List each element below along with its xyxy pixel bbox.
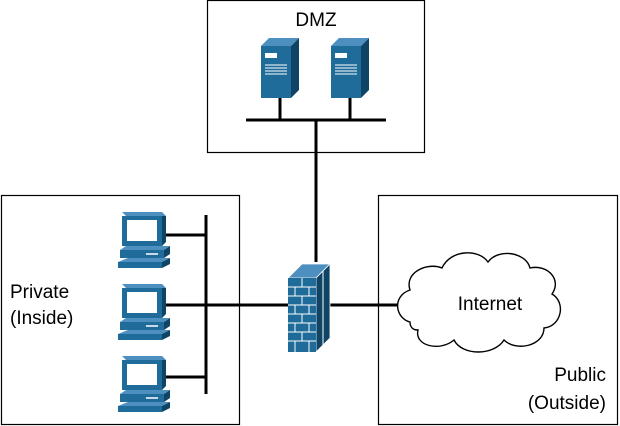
workstation-3-icon <box>117 355 171 413</box>
private-zone <box>0 194 241 426</box>
workstation-1-icon <box>117 211 171 269</box>
private-label: Private <box>10 282 69 303</box>
outside-label: (Outside) <box>528 393 606 414</box>
internet-label: Internet <box>458 294 523 315</box>
network-links <box>166 98 400 394</box>
dmz-server-2-icon <box>330 37 370 99</box>
dmz-server-1-icon <box>260 37 300 99</box>
workstation-2-icon <box>117 283 171 341</box>
firewall-icon <box>287 263 331 353</box>
dmz-label: DMZ <box>295 10 337 31</box>
cloud-icon <box>396 252 562 353</box>
inside-label: (Inside) <box>10 308 73 329</box>
public-zone <box>377 194 619 426</box>
public-label: Public <box>554 365 606 386</box>
